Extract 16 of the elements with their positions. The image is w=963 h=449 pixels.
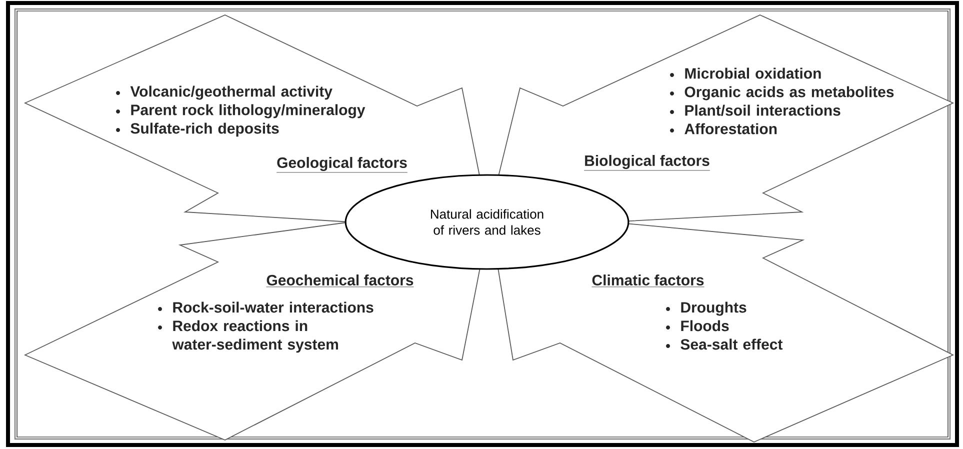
bullet-item: Floods	[666, 320, 729, 332]
heading: Geochemical factors	[266, 274, 414, 288]
bullet-item: Microbial oxidation	[670, 68, 821, 79]
bullet-item: Sulfate-rich deposits	[116, 122, 279, 137]
heading: Climatic factors	[592, 274, 704, 288]
bullet-item: Parent rock lithology/mineralogy	[116, 104, 366, 118]
bullet-item: Droughts	[666, 302, 746, 316]
bullet-item: Sea-salt effect	[666, 338, 783, 350]
bullet-item: Redox reactions in water-sediment system	[158, 320, 338, 353]
bullet-item: Afforestation	[670, 123, 777, 134]
bullet-item: Organic acids as metabolites	[670, 86, 894, 100]
bullet-item: Volcanic/geothermal activity	[116, 86, 332, 100]
heading: Geological factors	[276, 156, 408, 173]
heading: Biological factors	[584, 154, 710, 171]
bullet-item: Rock-soil-water interactions	[158, 302, 374, 313]
bullet-item: Plant/soil interactions	[670, 104, 840, 116]
